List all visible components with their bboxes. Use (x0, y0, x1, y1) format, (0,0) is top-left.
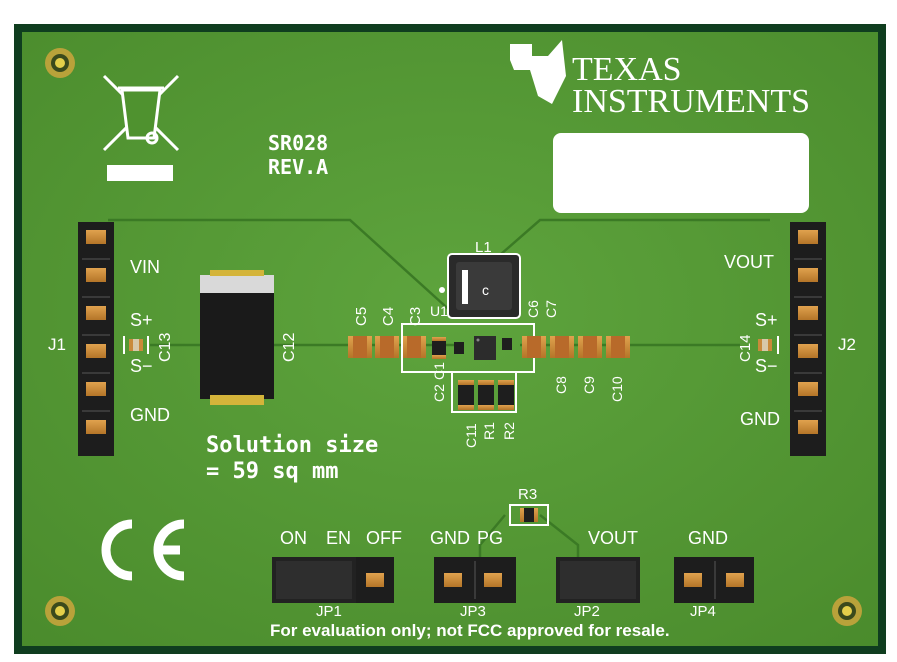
c11-label: C11 (463, 423, 479, 448)
l1-label: L1 (475, 239, 492, 256)
input-caps (348, 336, 426, 358)
jp4-ref: JP4 (690, 603, 716, 620)
solution-size-line2: = 59 sq mm (206, 459, 338, 484)
weee-bar (107, 165, 173, 181)
jp3-pg-label: PG (477, 528, 503, 548)
jp3-gnd-label: GND (430, 528, 470, 548)
r3-label: R3 (518, 486, 537, 503)
r1-label: R1 (481, 422, 497, 440)
l1-part (439, 253, 521, 319)
board-name: SR028 (268, 131, 328, 155)
jp1-en-label: EN (326, 528, 351, 548)
ti-logo-icon (510, 40, 566, 104)
jp2-ref: JP2 (574, 603, 600, 620)
u1-part (432, 336, 512, 360)
j1-gnd-label: GND (130, 405, 170, 425)
j2-vout-label: VOUT (724, 252, 774, 272)
c3-label: C3 (407, 307, 424, 326)
c1-label: C1 (431, 362, 447, 380)
jp1-jumper (272, 557, 394, 603)
j2-splus-label: S+ (755, 310, 778, 330)
jp4-gnd-label: GND (688, 528, 728, 548)
footer-disclaimer: For evaluation only; not FCC approved fo… (270, 621, 670, 640)
c12-label: C12 (281, 333, 298, 362)
board-revision: REV.A (268, 155, 328, 179)
ce-mark-icon (101, 519, 185, 581)
c8-label: C8 (553, 376, 569, 394)
j1-ref: J1 (48, 335, 66, 354)
j2-header (790, 222, 826, 456)
c6-label: C6 (525, 300, 541, 318)
jp3-jumper (434, 557, 516, 603)
l1-mark: c (482, 282, 489, 298)
mounting-holes (45, 48, 862, 626)
weee-bin-icon (102, 74, 180, 152)
jp2-vout-label: VOUT (588, 528, 638, 548)
c12-part (200, 270, 274, 405)
u1-label: U1 (430, 303, 448, 319)
j2-gnd-label: GND (740, 409, 780, 429)
label-area (553, 133, 809, 213)
brand-line2: INSTRUMENTS (572, 83, 810, 120)
c13-label: C13 (157, 333, 174, 362)
output-caps (522, 336, 630, 358)
jp3-ref: JP3 (460, 603, 486, 620)
c9-label: C9 (581, 376, 597, 394)
c10-label: C10 (609, 376, 625, 402)
r2-label: R2 (501, 422, 517, 440)
r3-part (509, 504, 549, 526)
jp2-jumper (556, 557, 640, 603)
brand-line1: TEXAS (572, 51, 682, 88)
c2-label: C2 (431, 384, 447, 402)
c14-label: C14 (737, 334, 754, 362)
c13-part (123, 336, 149, 354)
c14-part (758, 336, 779, 354)
c5-label: C5 (353, 307, 370, 326)
jp4-jumper (674, 557, 754, 603)
feedback-parts (458, 380, 514, 410)
j1-splus-label: S+ (130, 310, 153, 330)
c4-label: C4 (380, 307, 397, 326)
jp1-on-label: ON (280, 528, 307, 548)
solution-size-line1: Solution size (206, 433, 378, 458)
j2-sminus-label: S− (755, 356, 778, 376)
jp1-ref: JP1 (316, 603, 342, 620)
j1-sminus-label: S− (130, 356, 153, 376)
j2-ref: J2 (838, 335, 856, 354)
j1-header (78, 222, 114, 456)
jp1-off-label: OFF (366, 528, 402, 548)
j1-vin-label: VIN (130, 257, 160, 277)
c7-label: C7 (543, 300, 559, 318)
